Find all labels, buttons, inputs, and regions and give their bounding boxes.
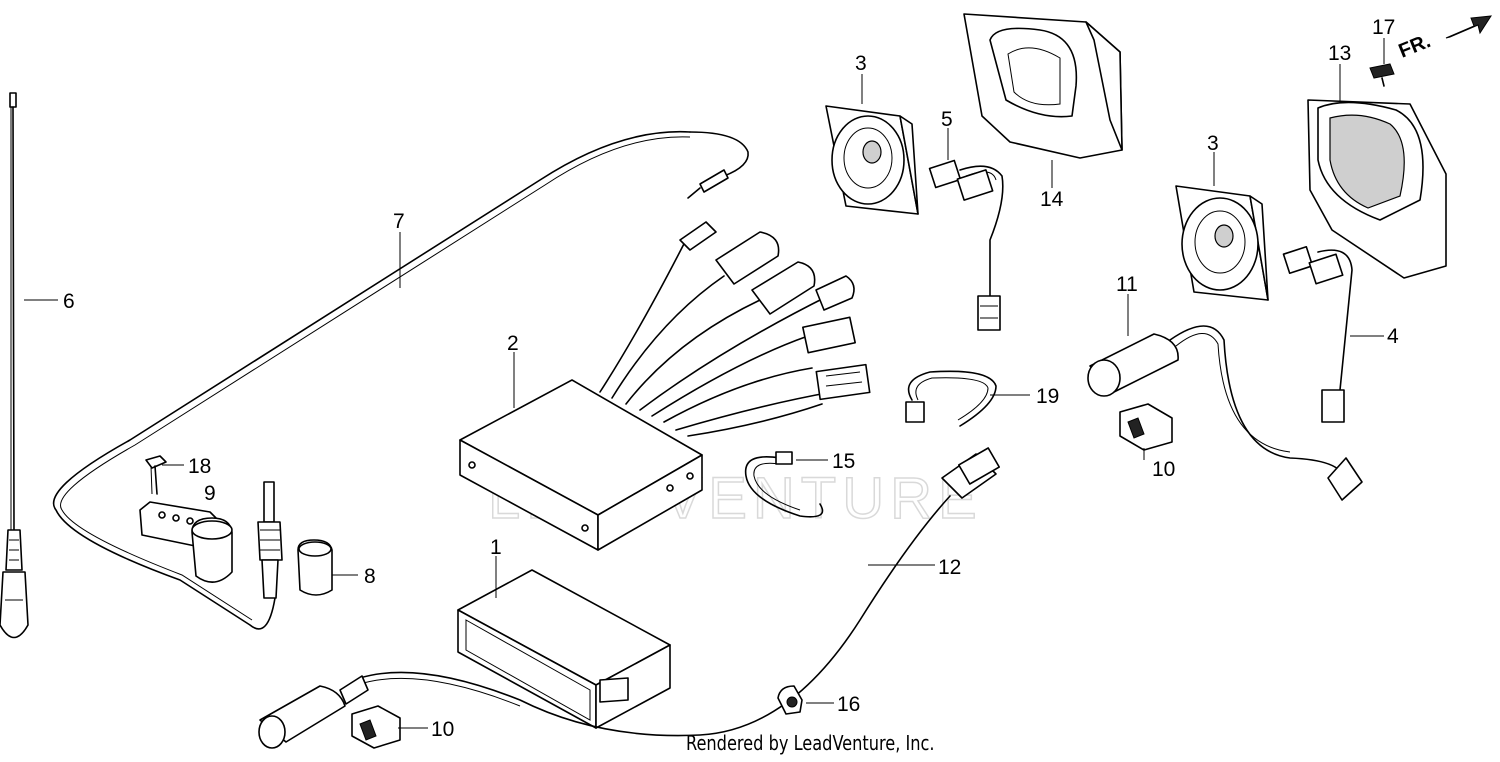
callout-17: 17 [1372,16,1395,39]
callout-4: 4 [1387,325,1399,348]
callout-labels: 1 2 3 3 4 5 6 7 8 9 10 10 11 12 13 14 15… [63,16,1399,741]
antenna-connector [257,481,283,599]
part-16-clip [777,685,803,715]
part-4-speaker-lead [1282,245,1353,423]
part-17-screw [1369,63,1395,87]
callout-2: 2 [507,332,519,355]
part-10-grommet-left [351,705,401,749]
callout-3-lower: 3 [1207,132,1219,155]
part-3-speaker-upper [825,105,919,215]
render-credit: Rendered by LeadVenture, Inc. [686,731,935,755]
part-11-harness [1087,325,1363,501]
front-direction-indicator: FR. [1396,15,1492,63]
part-7-antenna-cable [52,130,749,630]
callout-10-left: 10 [431,718,454,741]
callout-16: 16 [837,693,860,716]
callout-15: 15 [832,450,855,473]
part-1-mounting-case [457,569,671,729]
callout-9: 9 [204,482,216,505]
part-14-speaker-housing [963,13,1123,159]
part-15-clamp [744,451,824,518]
callout-13: 13 [1328,42,1351,65]
callout-6: 6 [63,290,75,313]
part-9-antenna-bracket [139,501,233,583]
part-2-audio-unit [459,221,871,551]
part-12-harness [258,447,1001,749]
callout-5: 5 [941,108,953,131]
callout-8: 8 [364,565,376,588]
callout-19: 19 [1036,385,1059,408]
callout-11: 11 [1116,273,1138,296]
front-arrow-icon [1445,15,1492,39]
part-3-speaker-lower [1175,185,1269,301]
callout-10-right: 10 [1152,458,1175,481]
part-19-band [905,370,997,427]
part-13-speaker-housing [1307,99,1447,279]
part-18-bolt [145,455,167,495]
part-10-grommet-right [1119,403,1173,451]
part-8-sleeve [297,539,333,596]
part-5-speaker-lead [928,159,1004,331]
callout-12: 12 [938,556,961,579]
leader-lines [24,38,1385,729]
callout-7: 7 [393,210,405,233]
callout-14: 14 [1040,188,1064,211]
front-direction-label: FR. [1396,30,1434,62]
callout-3-upper: 3 [855,52,867,75]
callout-1: 1 [490,536,502,559]
part-6-antenna [0,92,29,639]
callout-18: 18 [188,455,211,478]
